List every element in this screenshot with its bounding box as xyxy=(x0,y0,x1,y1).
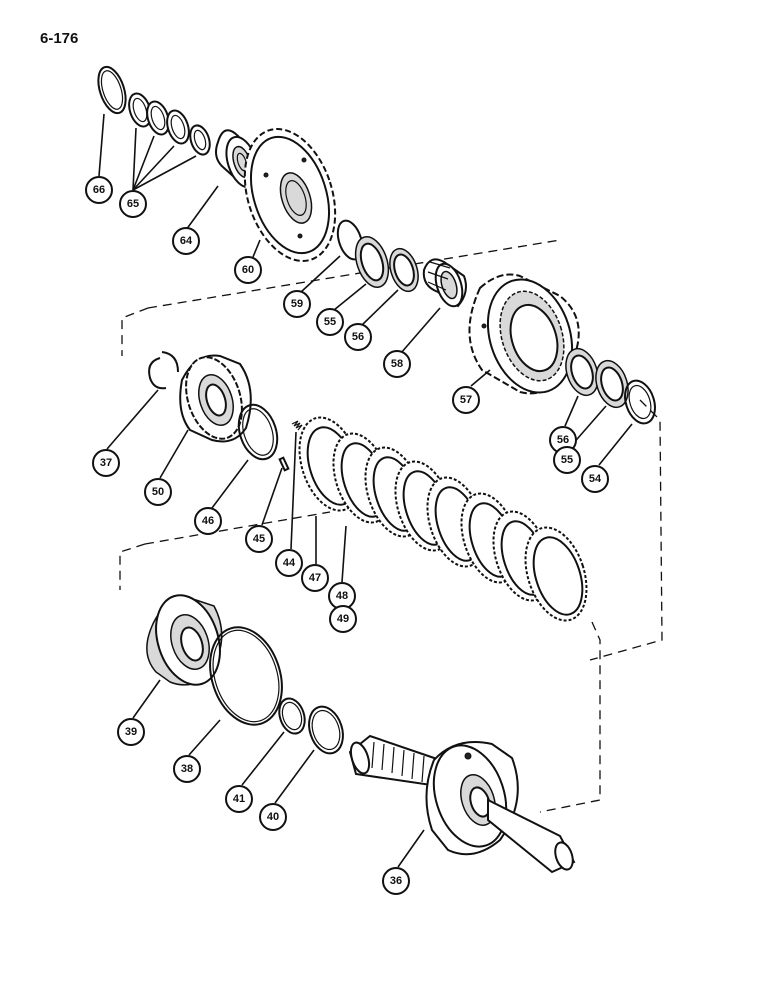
callout-55b: 55 xyxy=(553,446,581,474)
callout-66: 66 xyxy=(85,176,113,204)
svg-text:37: 37 xyxy=(100,457,112,469)
svg-text:47: 47 xyxy=(309,572,321,584)
svg-text:49: 49 xyxy=(337,613,349,625)
part-58-needle-bearing xyxy=(422,258,467,308)
callout-57: 57 xyxy=(452,386,480,414)
svg-text:46: 46 xyxy=(202,515,214,527)
svg-text:60: 60 xyxy=(242,264,254,276)
part-46-seal-ring xyxy=(237,403,279,461)
part-37-snap-ring xyxy=(148,351,179,390)
callout-60: 60 xyxy=(234,256,262,284)
callout-41: 41 xyxy=(225,785,253,813)
callout-37: 37 xyxy=(92,449,120,477)
callout-46: 46 xyxy=(194,507,222,535)
part-45-pin xyxy=(278,456,290,472)
callout-39: 39 xyxy=(117,718,145,746)
part-44-spring xyxy=(291,420,303,431)
svg-text:45: 45 xyxy=(253,533,265,545)
svg-text:65: 65 xyxy=(127,198,139,210)
svg-text:48: 48 xyxy=(336,590,348,602)
callout-45: 45 xyxy=(245,525,273,553)
callout-64: 64 xyxy=(172,227,200,255)
part-65-shims xyxy=(128,92,211,156)
part-38-seal-ring xyxy=(209,626,283,726)
callout-40: 40 xyxy=(259,803,287,831)
callout-55a: 55 xyxy=(316,308,344,336)
callout-44: 44 xyxy=(275,549,303,577)
callout-54: 54 xyxy=(581,465,609,493)
callout-36: 36 xyxy=(382,867,410,895)
svg-text:39: 39 xyxy=(125,726,137,738)
svg-text:57: 57 xyxy=(460,394,472,406)
svg-text:59: 59 xyxy=(291,298,303,310)
svg-text:40: 40 xyxy=(267,811,279,823)
part-55-thrust-washer-lower xyxy=(595,359,629,409)
callout-58: 58 xyxy=(383,350,411,378)
lower-group-outline xyxy=(119,511,601,813)
svg-text:55: 55 xyxy=(324,316,336,328)
svg-text:66: 66 xyxy=(93,184,105,196)
leader-lines xyxy=(98,113,633,868)
part-56-thrust-washer-lower xyxy=(565,347,599,397)
callout-50: 50 xyxy=(144,478,172,506)
callout-49: 49 xyxy=(329,605,357,633)
page-number: 6-176 xyxy=(40,30,79,47)
svg-text:50: 50 xyxy=(152,486,164,498)
svg-text:55: 55 xyxy=(561,454,573,466)
part-57-clutch-hub xyxy=(468,273,580,395)
part-36-clutch-shaft xyxy=(348,734,576,874)
part-55-thrust-washer-upper xyxy=(354,236,390,288)
callout-38: 38 xyxy=(173,755,201,783)
svg-text:54: 54 xyxy=(589,473,602,485)
svg-text:38: 38 xyxy=(181,763,193,775)
upper-group-outline xyxy=(121,239,663,661)
svg-text:41: 41 xyxy=(233,793,245,805)
callout-59: 59 xyxy=(283,290,311,318)
part-60-gear xyxy=(243,128,337,262)
callout-56a: 56 xyxy=(344,323,372,351)
part-54-thrust-washer xyxy=(624,379,656,425)
svg-text:64: 64 xyxy=(180,235,193,247)
part-41-seal-ring xyxy=(278,697,306,735)
clutch-plate-pack xyxy=(298,416,588,622)
svg-text:36: 36 xyxy=(390,875,402,887)
part-56-thrust-washer-upper xyxy=(389,247,419,293)
part-50-piston-housing xyxy=(179,354,252,443)
callout-65: 65 xyxy=(119,190,147,218)
part-40-seal-ring xyxy=(308,705,344,755)
svg-text:58: 58 xyxy=(391,358,403,370)
part-39-piston xyxy=(146,594,223,686)
svg-text:56: 56 xyxy=(557,434,569,446)
part-66-snap-ring xyxy=(97,65,127,115)
callout-47: 47 xyxy=(301,564,329,592)
svg-text:56: 56 xyxy=(352,331,364,343)
svg-text:44: 44 xyxy=(283,557,296,569)
